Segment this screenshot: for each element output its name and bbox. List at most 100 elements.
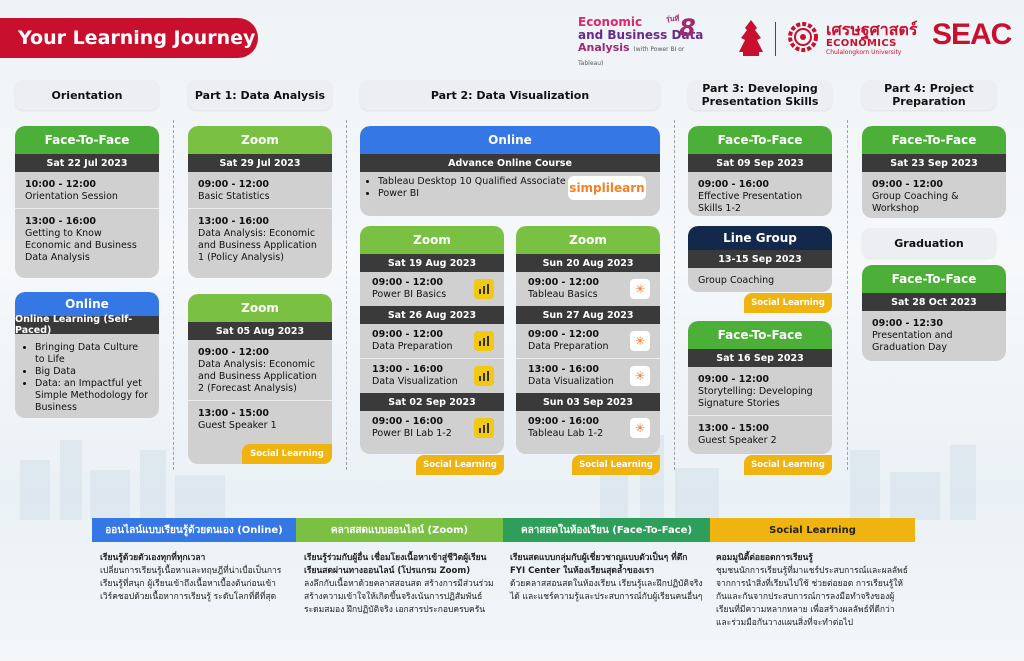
- session-title: Data Analysis: Economic and Business App…: [198, 359, 317, 394]
- logo-line-1: Economic: [578, 15, 643, 29]
- session-date: Sat 28 Oct 2023: [862, 293, 1006, 311]
- economics-faculty-logo: เศรษฐศาสตร์ ECONOMICS Chulalongkorn Univ…: [786, 18, 926, 58]
- legend-lead: เรียนรู้ด้วยตัวเองทุกที่ทุกเวลา: [100, 553, 206, 563]
- legend-head-face-to-face: คลาสสดในห้องเรียน (Face-To-Face): [503, 518, 710, 542]
- legend-body-face-to-face: เรียนสดแบบกลุ่มกับผู้เชี่ยวชาญแบบตัวเป็น…: [510, 552, 704, 604]
- list-item: Tableau Desktop 10 Qualified Associate: [378, 176, 566, 188]
- part1-zoom-card-1: Zoom Sat 29 Jul 2023 09:00 - 12:00 Basic…: [188, 126, 332, 278]
- column-separator: [674, 120, 675, 470]
- power-bi-icon: [474, 366, 494, 386]
- part3-face-to-face-card-1: Face-To-Face Sat 09 Sep 2023 09:00 - 16:…: [688, 126, 832, 216]
- mode-label: Zoom: [188, 294, 332, 322]
- session-title: Tableau Lab 1-2: [528, 428, 604, 439]
- session-date: Sun 20 Aug 2023: [516, 254, 660, 272]
- mode-label: Face-To-Face: [688, 321, 832, 349]
- mode-label: Line Group: [688, 226, 832, 250]
- mode-label: Zoom: [188, 126, 332, 154]
- session-time: 13:00 - 15:00: [198, 408, 270, 419]
- session-title: Orientation Session: [25, 191, 118, 202]
- session-time: 09:00 - 12:00: [198, 347, 270, 358]
- session-block: 09:00 - 12:00 Basic Statistics: [188, 172, 332, 208]
- session-block: 09:00 - 16:00 Effective Presentation Ski…: [688, 172, 832, 216]
- university-name: Chulalongkorn University: [826, 49, 902, 56]
- session-time: 13:00 - 16:00: [528, 364, 600, 375]
- session-title: Storytelling: Developing Signature Stori…: [698, 386, 813, 409]
- session-time: 09:00 - 12:00: [372, 329, 444, 340]
- session-title: Data Visualization: [528, 376, 614, 387]
- cohort-number: รุ่นที่8: [666, 14, 696, 42]
- logo-line-3: Analysis (with Power BI or Tableau): [578, 41, 685, 68]
- legend-lead: คอมมูนิตี้ต่อยอดการเรียนรู้: [716, 553, 813, 563]
- part3-face-to-face-card-2: Face-To-Face Sat 16 Sep 2023 09:00 - 12:…: [688, 321, 832, 454]
- legend-text: เปลี่ยนการเรียนรู้เนื้อหาและทฤษฎีที่น่าเ…: [100, 566, 282, 602]
- session-block: 10:00 - 12:00 Orientation Session: [15, 172, 159, 208]
- graduation-card: Face-To-Face Sat 28 Oct 2023 09:00 - 12:…: [862, 265, 1006, 361]
- session-time: 09:00 - 12:00: [198, 179, 270, 190]
- seac-logo: SEAC: [932, 18, 1012, 51]
- session-title: Data Analysis: Economic and Business App…: [198, 228, 317, 263]
- session-time: 09:00 - 12:00: [528, 277, 600, 288]
- list-item: Bringing Data Culture to Life: [35, 342, 149, 366]
- session-title: Presentation and Graduation Day: [872, 330, 953, 353]
- session-time: 13:00 - 16:00: [25, 216, 97, 227]
- power-bi-icon: [474, 279, 494, 299]
- legend-lead: เรียนสดแบบกลุ่มกับผู้เชี่ยวชาญแบบตัวเป็น…: [510, 553, 688, 576]
- session-date: Sun 03 Sep 2023: [516, 393, 660, 411]
- social-learning-tag: Social Learning: [572, 455, 660, 475]
- session-time: 09:00 - 16:00: [372, 416, 444, 427]
- legend-body-zoom: เรียนรู้ร่วมกับผู้อื่น เชื่อมโยงเนื้อหาเ…: [304, 552, 496, 617]
- legend-head-social-learning: Social Learning: [710, 518, 915, 542]
- session-title: Power BI Lab 1-2: [372, 428, 452, 439]
- mode-label: Face-To-Face: [15, 126, 159, 154]
- course-subtitle: Advance Online Course: [360, 154, 660, 172]
- legend-body-social-learning: คอมมูนิตี้ต่อยอดการเรียนรู้ ชุมชนนักการเ…: [716, 552, 912, 630]
- power-bi-icon: [474, 331, 494, 351]
- session-time: 09:00 - 16:00: [528, 416, 600, 427]
- session-date: 13-15 Sep 2023: [688, 250, 832, 268]
- section-graduation: Graduation: [862, 228, 996, 258]
- course-list: Bringing Data Culture to Life Big Data D…: [15, 334, 159, 414]
- column-separator: [346, 120, 347, 470]
- mode-label: Zoom: [360, 226, 504, 254]
- session-time: 09:00 - 12:00: [372, 277, 444, 288]
- session-time: 09:00 - 12:30: [872, 318, 944, 329]
- page-title: Your Learning Journey: [0, 18, 258, 58]
- mode-label: Online: [360, 126, 660, 154]
- session-date: Sat 16 Sep 2023: [688, 349, 832, 367]
- mode-label: Face-To-Face: [862, 126, 1006, 154]
- session-title: Basic Statistics: [198, 191, 270, 202]
- economics-en: ECONOMICS: [826, 38, 897, 49]
- list-item: Power BI: [378, 188, 566, 200]
- session-title: Data Preparation: [528, 341, 609, 352]
- legend-lead: เรียนรู้ร่วมกับผู้อื่น เชื่อมโยงเนื้อหาเ…: [304, 553, 487, 576]
- section-part1: Part 1: Data Analysis: [188, 80, 332, 110]
- online-self-paced-card: Online Online Learning (Self-Paced) Brin…: [15, 292, 159, 418]
- simplilearn-logo: simplilearn: [568, 176, 646, 200]
- session-title: Getting to Know Economic and Business Da…: [25, 228, 137, 263]
- social-learning-tag: Social Learning: [416, 455, 504, 475]
- session-date: Sat 02 Sep 2023: [360, 393, 504, 411]
- column-separator: [173, 120, 174, 470]
- part3-line-group-card: Line Group 13-15 Sep 2023 Group Coaching: [688, 226, 832, 292]
- legend-body-online: เรียนรู้ด้วยตัวเองทุกที่ทุกเวลา เปลี่ยนก…: [100, 552, 290, 604]
- session-time: 09:00 - 12:00: [698, 374, 770, 385]
- social-learning-tag: Social Learning: [744, 455, 832, 475]
- tableau-icon: ✳: [630, 279, 650, 299]
- session-title: Data Preparation: [372, 341, 453, 352]
- section-part3: Part 3: Developing Presentation Skills: [688, 80, 832, 110]
- session-title: Data Visualization: [372, 376, 458, 387]
- session-block: 13:00 - 15:00 Guest Speaker 2: [688, 415, 832, 452]
- economic-business-data-analysis-logo: Economic and Business Data Analysis (wit…: [578, 14, 708, 67]
- mode-label: Face-To-Face: [862, 265, 1006, 293]
- session-time: 13:00 - 15:00: [698, 423, 770, 434]
- tableau-icon: ✳: [630, 331, 650, 351]
- session-date: Sat 05 Aug 2023: [188, 322, 332, 340]
- session-title: Power BI Basics: [372, 289, 447, 300]
- part2-online-course-card: Online Advance Online Course Tableau Des…: [360, 126, 660, 216]
- session-block: 09:00 - 12:00 Data Analysis: Economic an…: [188, 340, 332, 400]
